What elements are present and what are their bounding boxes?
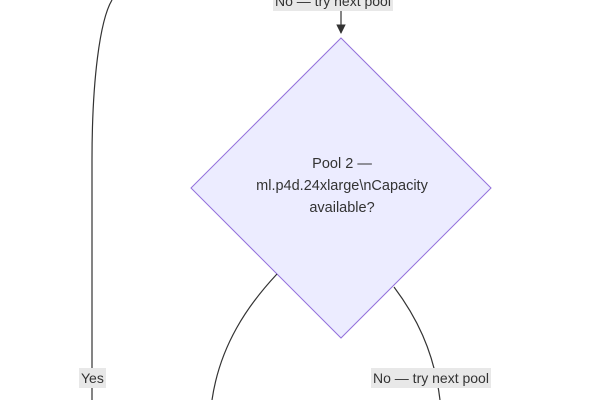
- edge-label-incoming: No — try next pool: [273, 0, 393, 11]
- decision-node-shape[interactable]: [190, 37, 492, 339]
- edge-yes-out: [211, 273, 278, 400]
- edge-label-yes: Yes: [79, 368, 106, 388]
- decision-node-line-2: ml.p4d.24xlarge\nCapacity: [256, 178, 428, 194]
- edge-yes-long: [91, 0, 113, 400]
- edge-label-no: No — try next pool: [371, 368, 491, 388]
- decision-node-label: Pool 2 — ml.p4d.24xlarge\nCapacity avail…: [222, 153, 462, 219]
- decision-node-line-3: available?: [309, 200, 375, 216]
- decision-node-line-1: Pool 2 —: [312, 156, 372, 172]
